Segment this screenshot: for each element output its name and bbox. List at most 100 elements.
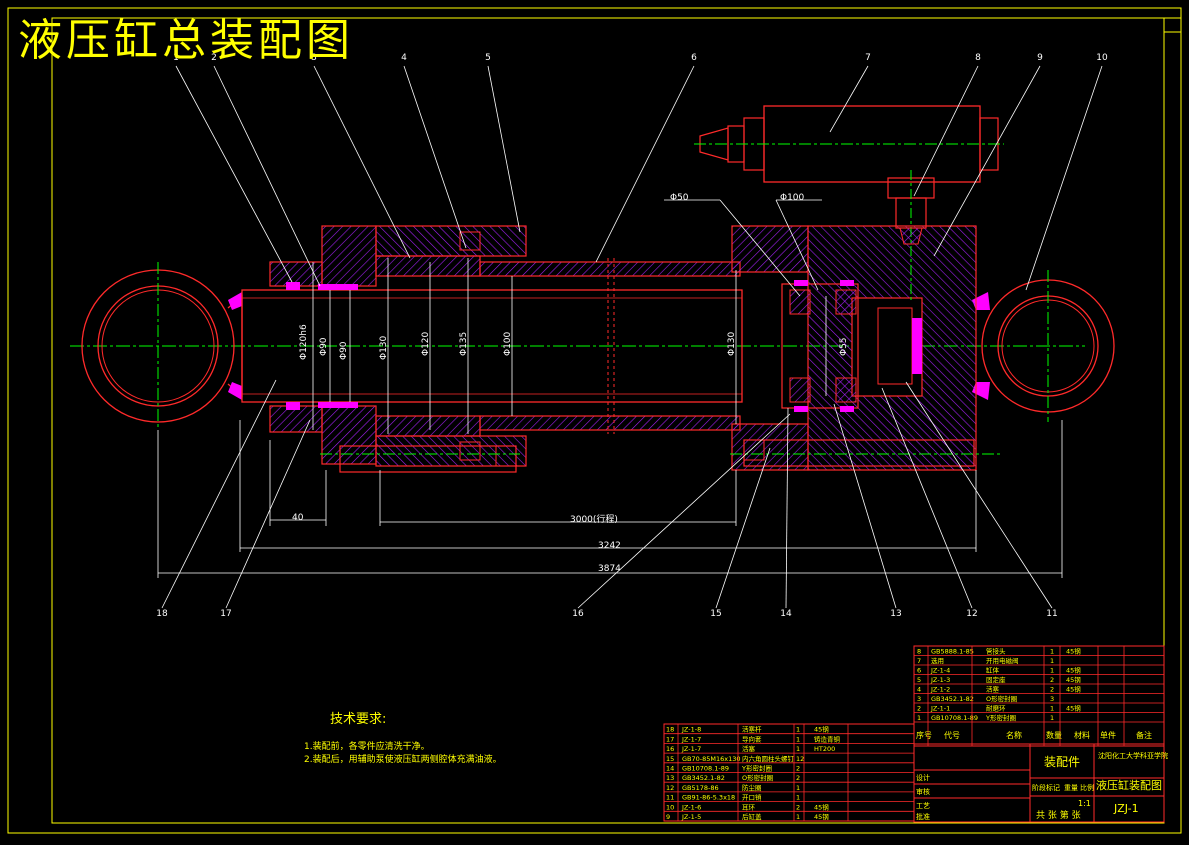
dim-d130b: Φ130 — [727, 331, 737, 356]
designer-label: 设计 — [916, 773, 930, 782]
upper-row-3-col-3: 3 — [1050, 695, 1054, 703]
solenoid-valve — [694, 105, 1004, 300]
upper-header-2: 名称 — [1006, 730, 1022, 740]
dim-3874: 3874 — [598, 564, 621, 574]
callout-18: 18 — [156, 609, 168, 619]
lower-row-17-col-2: 导向套 — [742, 734, 762, 743]
lower-row-16-col-1: JZ-1-7 — [681, 745, 701, 753]
upper-row-7-col-0: 7 — [917, 657, 921, 665]
scale-value: 1:1 — [1078, 799, 1091, 808]
lower-row-17-col-4: 铸造青铜 — [814, 734, 841, 743]
dim-3242: 3242 — [598, 541, 621, 551]
upper-row-2-col-1: JZ-1-1 — [930, 705, 950, 713]
upper-row-4-col-3: 2 — [1050, 686, 1054, 694]
lower-row-10-col-2: 耳环 — [742, 803, 756, 811]
callout-6: 6 — [691, 53, 697, 63]
lower-row-18-col-2: 活塞杆 — [742, 725, 762, 734]
lower-row-11-col-1: GB91-86-5.3x18 — [682, 794, 735, 802]
corner-box — [1163, 17, 1182, 33]
upper-row-5-col-0: 5 — [917, 676, 921, 684]
lower-row-16-col-2: 活塞 — [742, 744, 756, 753]
lower-row-16-col-0: 16 — [666, 745, 674, 753]
upper-row-2-col-0: 2 — [917, 705, 921, 713]
callout-17: 17 — [220, 609, 231, 619]
left-rod-eye — [81, 262, 243, 430]
upper-row-5-col-3: 2 — [1050, 676, 1054, 684]
dimension-texts: Φ50 Φ100 Φ120h6 Φ90 Φ90 Φ130 Φ120 Φ135 Φ… — [292, 193, 849, 574]
upper-row-7-col-3: 1 — [1050, 657, 1054, 665]
callout-4: 4 — [401, 53, 407, 63]
callout-3: 3 — [311, 53, 317, 63]
upper-row-5-col-1: JZ-1-3 — [930, 676, 950, 684]
callout-14: 14 — [780, 609, 792, 619]
technical-requirements: 技术要求: 1.装配前，各零件应清洗干净。 2.装配后，用辅助泵使液压缸两侧腔体… — [304, 712, 502, 765]
scale-label: 比例 — [1080, 783, 1094, 792]
upper-row-1-col-0: 1 — [917, 714, 921, 722]
lower-row-9-col-1: JZ-1-5 — [681, 813, 701, 821]
lower-row-13-col-3: 2 — [796, 774, 800, 782]
lower-row-15-col-3: 12 — [796, 755, 804, 763]
callout-8: 8 — [975, 53, 981, 63]
lower-row-11-col-2: 开口销 — [742, 793, 762, 802]
dim-d120h6: Φ120h6 — [299, 324, 309, 360]
dim-d100-top: Φ100 — [780, 193, 805, 203]
drawing-title: 液压缸总装配图 — [18, 15, 354, 66]
piston-rod — [241, 289, 743, 403]
lower-row-10-col-0: 10 — [666, 803, 674, 811]
upper-header-4: 材料 — [1074, 730, 1090, 740]
inner-frame — [51, 17, 1165, 824]
upper-row-1-col-1: GB10708.1-89 — [931, 714, 978, 722]
dim-stroke: 3000(行程) — [570, 513, 618, 525]
tech-line-2: 2.装配后，用辅助泵使液压缸两侧腔体充满油液。 — [304, 753, 502, 765]
process-label: 工艺 — [916, 802, 930, 810]
callout-7: 7 — [865, 53, 871, 63]
lower-row-18-col-4: 45钢 — [814, 726, 829, 734]
lower-row-14-col-3: 2 — [796, 765, 800, 773]
dim-40: 40 — [292, 513, 304, 523]
upper-row-6-col-3: 1 — [1050, 667, 1054, 675]
upper-row-6-col-4: 45钢 — [1066, 667, 1081, 675]
upper-row-7-col-2: 开用电磁阀 — [986, 656, 1019, 665]
upper-row-4-col-2: 活塞 — [986, 685, 1000, 694]
dim-d90n: Φ90 — [339, 341, 349, 360]
lower-row-11-col-0: 11 — [666, 794, 674, 802]
dim-d120: Φ120 — [421, 331, 431, 356]
dim-d90: Φ90 — [319, 337, 329, 356]
upper-row-6-col-2: 缸体 — [986, 666, 1000, 675]
upper-row-8-col-3: 1 — [1050, 648, 1054, 656]
upper-header-0: 序号 — [916, 730, 932, 740]
lower-row-14-col-1: GB10708.1-89 — [682, 765, 729, 773]
lower-row-16-col-4: HT200 — [814, 745, 835, 753]
upper-row-3-col-2: O形密封圈 — [986, 694, 1017, 703]
dim-d100: Φ100 — [503, 331, 513, 356]
check-label: 审核 — [916, 787, 930, 796]
upper-row-8-col-4: 45钢 — [1066, 648, 1081, 656]
lower-row-13-col-2: O形密封圈 — [742, 773, 773, 782]
leader-lines — [161, 65, 1103, 609]
lower-row-17-col-0: 17 — [666, 735, 674, 743]
upper-row-3-col-0: 3 — [917, 695, 921, 703]
lower-row-17-col-1: JZ-1-7 — [681, 735, 701, 743]
lower-row-10-col-3: 2 — [796, 803, 800, 811]
dim-d130: Φ130 — [379, 335, 389, 360]
dim-d135: Φ135 — [459, 332, 469, 356]
lower-row-9-col-3: 1 — [796, 813, 800, 821]
callout-10: 10 — [1096, 53, 1108, 63]
upper-row-4-col-0: 4 — [917, 686, 921, 694]
upper-header-3: 数量 — [1046, 730, 1062, 740]
upper-row-5-col-2: 固定座 — [986, 675, 1006, 684]
length-dims — [157, 420, 1063, 578]
upper-row-1-col-2: Y形密封圈 — [985, 713, 1016, 722]
tech-heading: 技术要求: — [330, 712, 386, 727]
callout-11: 11 — [1046, 609, 1057, 619]
lower-row-14-col-0: 14 — [666, 765, 674, 773]
upper-header-1: 代号 — [944, 730, 960, 740]
front-cylinder-head — [269, 225, 527, 473]
lower-row-12-col-0: 12 — [666, 784, 674, 792]
upper-row-2-col-3: 1 — [1050, 705, 1054, 713]
upper-row-4-col-4: 45钢 — [1066, 686, 1081, 694]
callout-12: 12 — [966, 609, 977, 619]
lower-row-14-col-2: Y形密封圈 — [741, 764, 772, 773]
lower-row-12-col-3: 1 — [796, 784, 800, 792]
